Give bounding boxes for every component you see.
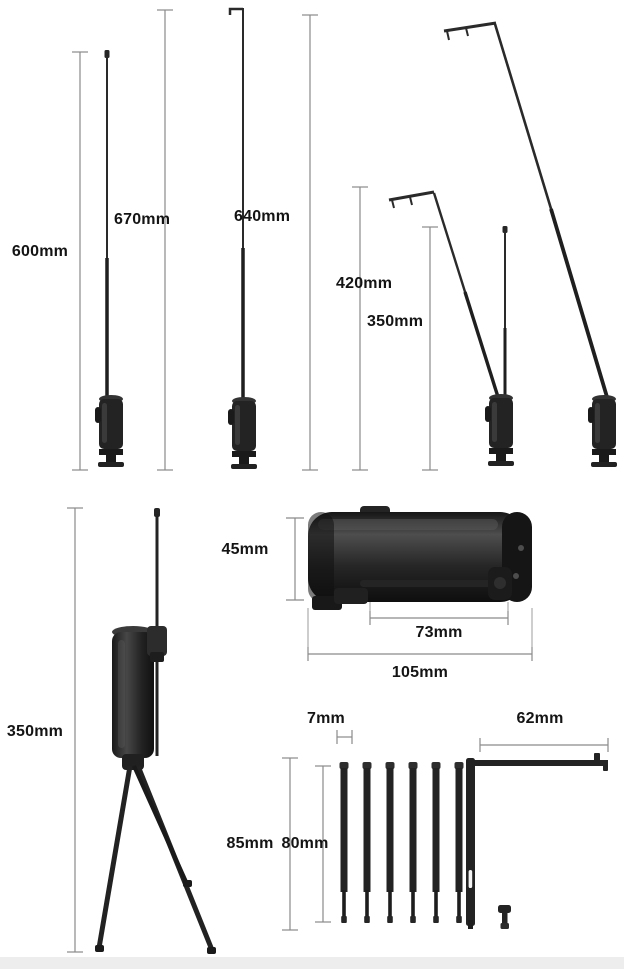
dim-label-80mm: 80mm <box>281 835 329 852</box>
pole-config-420mm <box>388 190 500 398</box>
dim-label-7mm: 7mm <box>307 710 345 727</box>
dim-label-670mm: 670mm <box>114 211 171 228</box>
main-unit <box>308 506 532 610</box>
dim-line-350mm-bottom <box>67 507 83 953</box>
dim-line-85mm <box>282 757 298 931</box>
support-arm-62mm <box>466 753 608 929</box>
dim-label-600mm: 600mm <box>11 243 69 260</box>
spare-tubes <box>339 762 464 923</box>
dim-line-600mm <box>72 51 88 471</box>
dim-label-73mm: 73mm <box>415 624 463 641</box>
thumb-screw <box>498 905 511 929</box>
pole-config-600mm <box>95 50 124 467</box>
dim-line-670mm <box>157 9 173 471</box>
dim-label-62mm: 62mm <box>516 710 564 727</box>
dim-line-640mm <box>302 14 318 471</box>
bottom-shadow-band <box>0 957 624 969</box>
dim-line-350mm-top <box>422 226 438 471</box>
dim-label-45mm: 45mm <box>221 541 269 558</box>
dim-line-73mm <box>369 598 509 625</box>
dim-label-350mm-top: 350mm <box>367 313 424 330</box>
dim-line-45mm <box>286 517 304 601</box>
dim-line-62mm <box>479 738 609 752</box>
dim-label-420mm: 420mm <box>336 275 393 292</box>
pole-config-640mm <box>443 21 617 467</box>
dimension-lines <box>67 9 609 953</box>
dim-label-640mm: 640mm <box>234 208 291 225</box>
dim-label-350mm-bottom: 350mm <box>6 723 64 740</box>
dim-line-80mm <box>315 765 331 923</box>
pole-config-670mm <box>228 7 257 469</box>
tripod-stand-350mm <box>95 508 216 954</box>
dim-line-105mm <box>307 608 533 661</box>
dim-label-105mm: 105mm <box>391 664 449 681</box>
dim-label-85mm: 85mm <box>226 835 274 852</box>
dim-line-420mm <box>352 186 368 471</box>
pole-config-350mm <box>485 226 514 466</box>
dim-line-7mm <box>336 730 353 744</box>
